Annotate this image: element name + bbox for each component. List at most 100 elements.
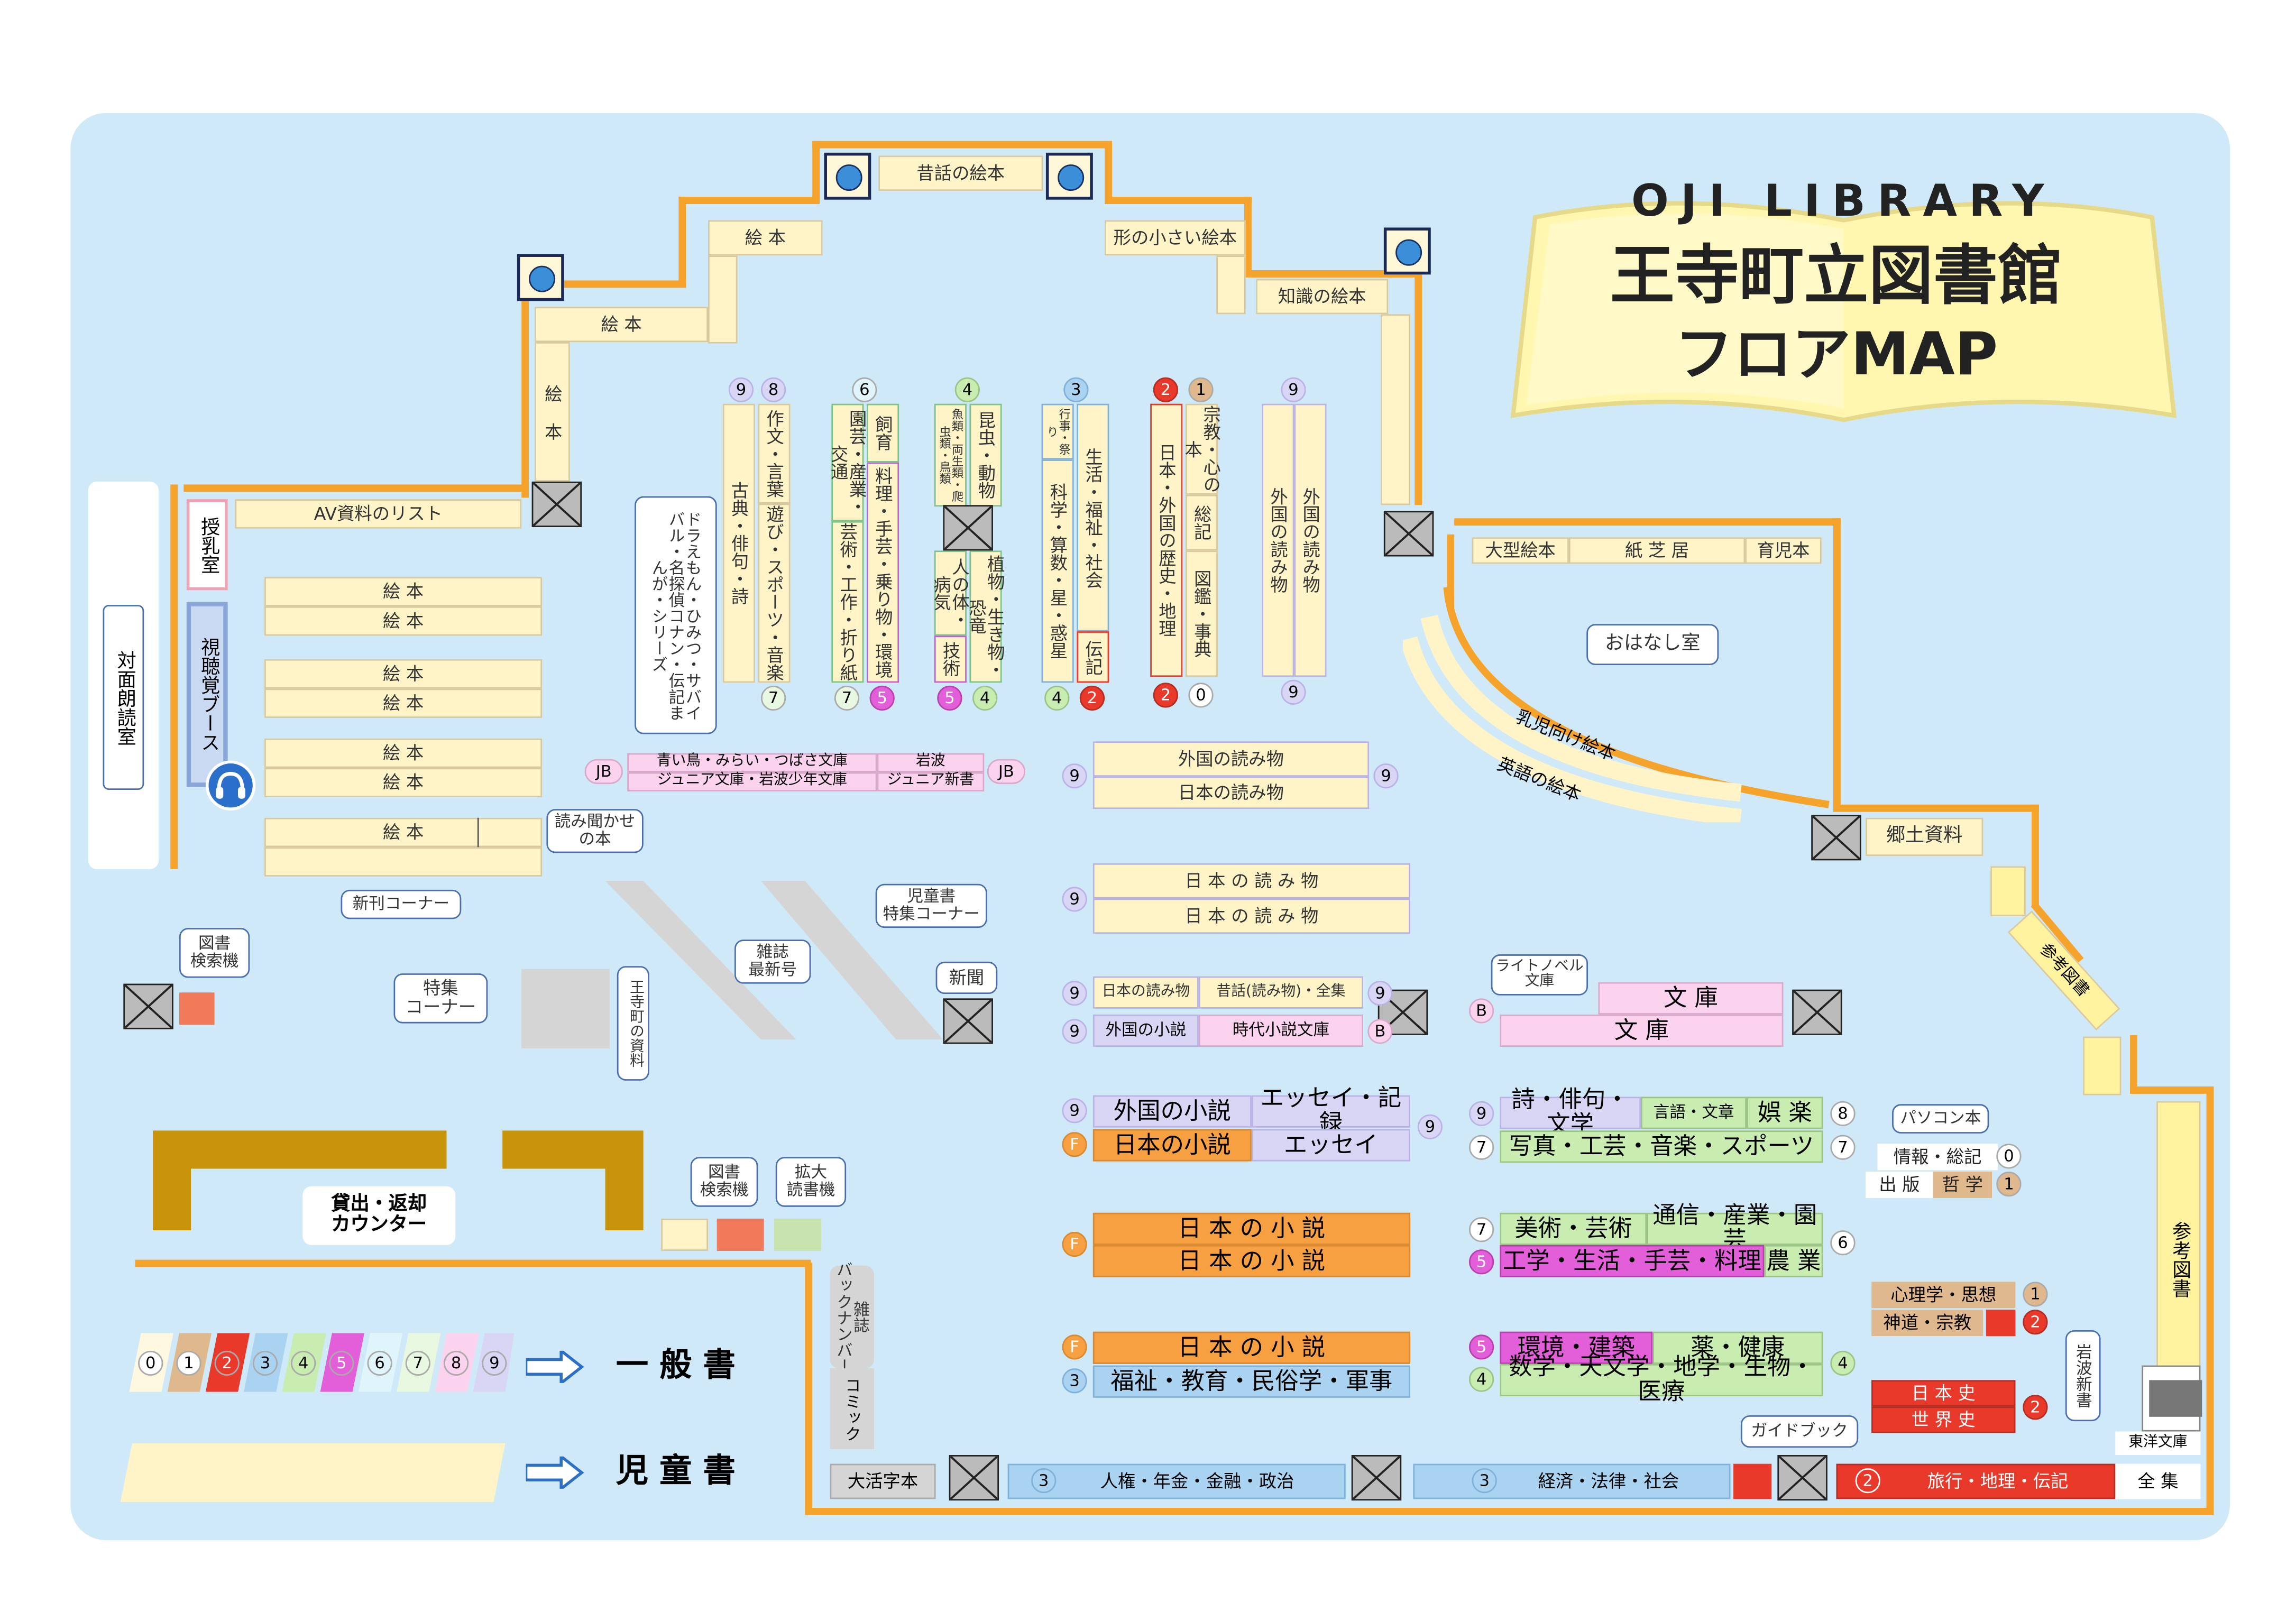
marker-7: 7 bbox=[1469, 1217, 1494, 1242]
display-stand-icon bbox=[1383, 227, 1431, 275]
title-jp2: フロアMAP bbox=[1674, 321, 1998, 389]
lightnovel-callout: ライトノベル 文庫 bbox=[1491, 954, 1588, 996]
arrow-right-icon bbox=[524, 1453, 585, 1492]
x-box-icon bbox=[943, 505, 993, 551]
title-jp1: 王寺町立図書館 bbox=[1610, 240, 2063, 315]
right-g1c: 娯 楽 bbox=[1747, 1097, 1823, 1129]
marker-9: 9 bbox=[1062, 887, 1087, 912]
legend-children bbox=[120, 1443, 506, 1502]
right-a1a: 美術・芸術 bbox=[1500, 1212, 1647, 1245]
shelf-shiiku: 飼育 bbox=[867, 403, 899, 463]
legend-general-label: 一 般 書 bbox=[616, 1348, 736, 1385]
right-e1b: 薬・健康 bbox=[1652, 1331, 1823, 1364]
marker-b: B bbox=[1367, 1019, 1393, 1044]
x-box-icon bbox=[1777, 1455, 1827, 1501]
shelf-seikatsu: 生活・福祉・社会 bbox=[1077, 403, 1109, 632]
bunko-1: 文 庫 bbox=[1598, 982, 1784, 1015]
shelf-ryori: 料理・手芸・乗り物・環境 bbox=[867, 462, 899, 683]
jinken: 人権・年金・金融・政治 bbox=[1100, 1470, 1294, 1491]
tokushu-callout: 特集 コーナー bbox=[393, 973, 488, 1024]
right-h1: 日 本 史 bbox=[1871, 1380, 2016, 1407]
x-box-icon bbox=[1383, 511, 1434, 557]
x-box-icon bbox=[949, 1455, 999, 1501]
sanko-tosho: 参考図書 bbox=[2156, 1101, 2201, 1417]
magazine-stand bbox=[602, 878, 955, 1054]
jb-row2a: ジュニア文庫・岩波少年文庫 bbox=[627, 772, 877, 791]
marker-jb: JB bbox=[584, 759, 623, 784]
marker-7: 7 bbox=[834, 685, 860, 711]
shelf-asobi: 遊び・スポーツ・音楽 bbox=[758, 503, 791, 683]
shelf-koten: 古典・俳句・詩 bbox=[722, 403, 755, 683]
legend-children-label: 児 童 書 bbox=[616, 1454, 736, 1491]
arrow-right-icon bbox=[524, 1348, 585, 1386]
center-r6b: 時代小説文庫 bbox=[1198, 1014, 1363, 1047]
jidosho-callout: 児童書 特集コーナー bbox=[875, 883, 987, 928]
shelf-gijutsu: 技術 bbox=[934, 635, 967, 683]
marker-jb: JB bbox=[987, 759, 1026, 784]
marker-f: F bbox=[1062, 1231, 1087, 1257]
center-r12: 福祉・教育・民俗学・軍事 bbox=[1092, 1365, 1410, 1398]
ehon-row: 絵 本 bbox=[264, 768, 543, 797]
marker-2: 2 bbox=[1153, 683, 1178, 708]
marker-2: 2 bbox=[1079, 685, 1105, 711]
nursing-room: 授乳室 bbox=[186, 499, 228, 591]
yomikikase-callout: 読み聞かせ の本 bbox=[546, 809, 644, 853]
shelf-gyoji: 行事・祭り bbox=[1041, 403, 1074, 460]
title-en: OJI LIBRARY bbox=[1631, 176, 2056, 228]
marker-7: 7 bbox=[1830, 1135, 1856, 1160]
center-r7b: エッセイ・記録 bbox=[1251, 1085, 1410, 1135]
chishiki-ehon: 知識の絵本 bbox=[1256, 279, 1389, 315]
marker-8: 8 bbox=[761, 377, 786, 402]
right-a2b: 農 業 bbox=[1764, 1245, 1823, 1277]
center-r7a: 外国の小説 bbox=[1092, 1095, 1252, 1128]
shinkan-callout: 新刊コーナー bbox=[341, 889, 462, 919]
marker-5: 5 bbox=[1469, 1334, 1494, 1360]
legend-digit: 9 bbox=[482, 1350, 507, 1376]
zasshi-callout: 雑誌 最新号 bbox=[734, 940, 811, 984]
headphones-icon bbox=[205, 760, 256, 810]
kensaku-callout-2: 図書 検索機 bbox=[690, 1157, 758, 1207]
marker-9: 9 bbox=[728, 377, 754, 402]
ehon-a: 絵 本 bbox=[708, 220, 823, 256]
legend-digit: 2 bbox=[214, 1350, 240, 1376]
marker-b: B bbox=[1469, 998, 1494, 1024]
legend-digit: 8 bbox=[443, 1350, 469, 1376]
ogata-ehon: 大型絵本 bbox=[1472, 537, 1569, 564]
center-r3: 日 本 の 読 み 物 bbox=[1092, 863, 1410, 899]
counter-desk bbox=[502, 1130, 644, 1231]
jb-row1b: 岩波 bbox=[877, 753, 985, 772]
legend-digit: 6 bbox=[367, 1350, 392, 1376]
ehon-row: 絵 本 bbox=[264, 577, 543, 606]
center-r6a: 外国の小説 bbox=[1092, 1014, 1199, 1047]
marker-0: 0 bbox=[1996, 1144, 2022, 1169]
storytelling-room: おはなし室 bbox=[1586, 624, 1719, 665]
katsuji: 大活字本 bbox=[830, 1463, 936, 1499]
ehon-row: 絵 本 bbox=[264, 817, 543, 848]
shelf-konchu: 昆虫・動物 bbox=[969, 403, 1002, 507]
jb-row1a: 青い鳥・みらい・つばさ文庫 bbox=[627, 753, 877, 772]
doraemon-callout: ドラえもん・ひみつ・サバイバル・名探偵コナン・伝記まんが・シリーズ bbox=[635, 496, 717, 734]
marker-9: 9 bbox=[1417, 1114, 1443, 1139]
shelf-kagaku: 科学・算数・星・惑星 bbox=[1041, 459, 1074, 683]
ryoko: 旅行・地理・伝記 bbox=[1927, 1470, 2069, 1491]
ehon-row: 絵 本 bbox=[264, 659, 543, 689]
right-j1: 情報・総記 bbox=[1877, 1144, 1998, 1171]
marker-9: 9 bbox=[1469, 1101, 1494, 1126]
title-book bbox=[1505, 173, 2181, 426]
right-a1b: 通信・産業・園芸 bbox=[1647, 1203, 1823, 1252]
x-box-icon bbox=[943, 998, 993, 1044]
marker-6: 6 bbox=[852, 377, 877, 402]
marker-f: F bbox=[1062, 1132, 1087, 1157]
storytelling-arc bbox=[1400, 529, 1843, 827]
legend-digit: 7 bbox=[405, 1350, 430, 1376]
ehon-c: 絵 本 bbox=[535, 342, 570, 482]
marker-3: 3 bbox=[1031, 1468, 1057, 1494]
counter-desk bbox=[152, 1130, 447, 1231]
jb-row2b: ジュニア新書 bbox=[877, 772, 985, 791]
right-p1: 心理学・思想 bbox=[1871, 1282, 2016, 1309]
small-ehon: 形の小さい絵本 bbox=[1105, 220, 1246, 256]
x-box-icon bbox=[1792, 989, 1842, 1035]
shelf-rekishi: 日本・外国の歴史・地理 bbox=[1150, 403, 1183, 677]
display-stand-icon bbox=[1045, 152, 1093, 200]
